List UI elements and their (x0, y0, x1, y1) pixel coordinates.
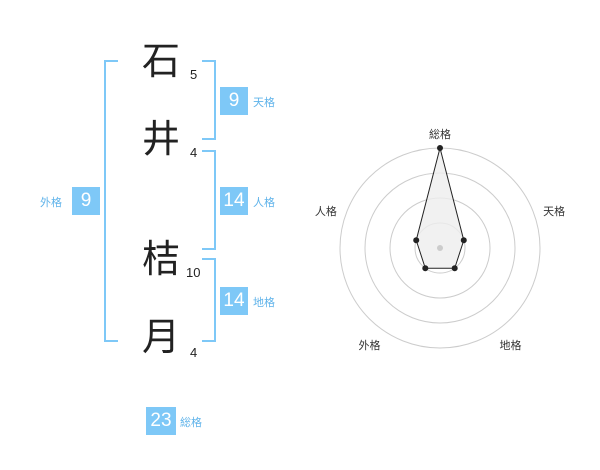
chikaku-value: 14 (220, 287, 248, 315)
radar-axis-label-1: 天格 (543, 204, 565, 218)
given-char-1-strokes: 10 (186, 265, 201, 280)
gaikaku-value: 9 (72, 187, 100, 215)
chikaku-bracket (202, 258, 216, 342)
radar-point-4 (413, 237, 420, 244)
gaikaku-label: 外格 (40, 196, 62, 209)
jinkaku-bracket (202, 150, 216, 250)
radar-point-1 (460, 237, 467, 244)
soukaku-label: 総格 (180, 416, 202, 429)
radar-axis-label-0: 総格 (429, 127, 451, 141)
given-char-2-strokes: 4 (190, 345, 198, 360)
radar-point-0 (437, 145, 443, 151)
surname-char-2-strokes: 4 (190, 145, 198, 160)
radar-axis-label-3: 外格 (358, 338, 380, 352)
given-char-2: 月 (142, 315, 181, 359)
jinkaku-label: 人格 (253, 196, 275, 209)
radar-axis-label-4: 人格 (315, 204, 337, 218)
chikaku-label: 地格 (253, 296, 275, 309)
gaikaku-bracket (104, 60, 118, 342)
radar-center-point (437, 245, 443, 251)
tenkaku-label: 天格 (253, 96, 275, 109)
radar-axis-label-2: 地格 (500, 338, 522, 352)
surname-char-1: 石 (142, 39, 181, 83)
tenkaku-value: 9 (220, 87, 248, 115)
surname-char-1-strokes: 5 (190, 67, 198, 82)
jinkaku-value: 14 (220, 187, 248, 215)
tenkaku-bracket (202, 60, 216, 140)
radar-point-2 (451, 265, 458, 272)
radar-polygon (415, 147, 465, 269)
soukaku-value: 23 (146, 407, 176, 435)
radar-point-3 (422, 265, 429, 272)
given-char-1: 桔 (142, 237, 181, 281)
surname-char-2: 井 (142, 117, 181, 161)
